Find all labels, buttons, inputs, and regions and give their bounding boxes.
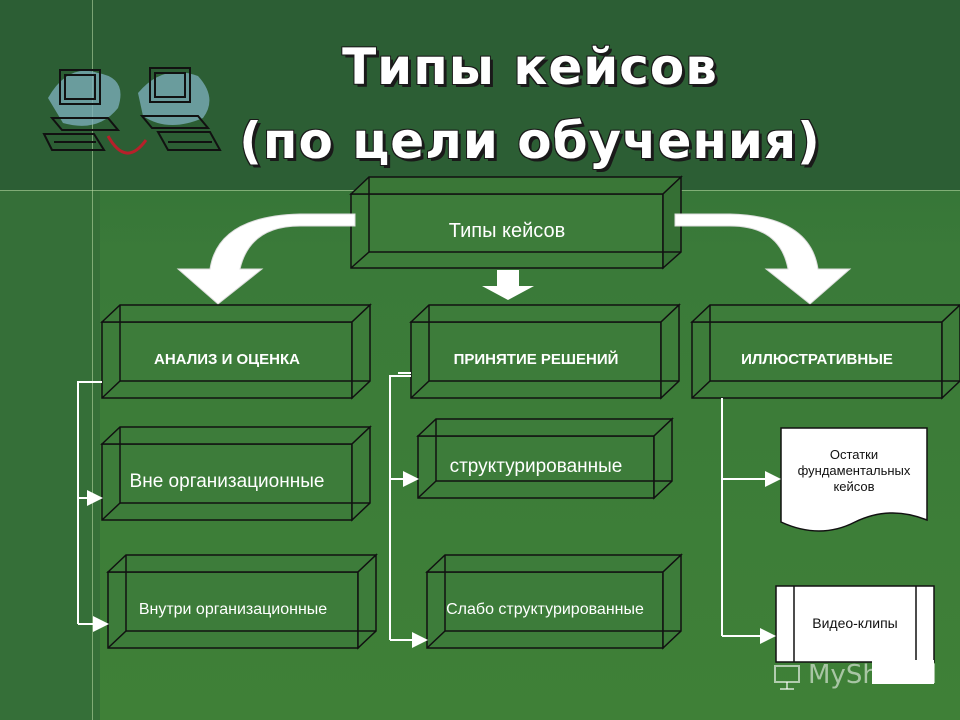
category-label-illustrative: ИЛЛЮСТРАТИВНЫЕ — [741, 350, 893, 368]
child-label-structured: структурированные — [449, 456, 623, 478]
category-box-decisions — [409, 303, 681, 400]
page-title-line2: (по цели обучения) — [239, 112, 821, 170]
child-label-external: Вне организационные — [129, 471, 325, 493]
connector-col2 — [389, 375, 411, 640]
child-box-structured — [416, 417, 674, 500]
child-box-internal — [106, 553, 378, 650]
arrow-right-curved — [674, 213, 852, 305]
presentation-board-icon — [774, 665, 800, 690]
child-label-weakly-structured: Слабо структурированные — [446, 601, 644, 618]
arrow-left-curved — [176, 213, 356, 305]
document-shape — [780, 427, 928, 532]
decor-vertical-line — [92, 0, 93, 720]
arrow-down-center — [482, 270, 534, 300]
computers-clipart-icon — [42, 67, 222, 155]
left-strip — [0, 190, 100, 720]
category-box-analysis — [100, 303, 372, 400]
process-shape — [775, 585, 935, 663]
child-label-video-clips: Видео-клипы — [812, 615, 898, 632]
root-label: Типы кейсов — [448, 219, 566, 242]
root-box — [349, 175, 683, 270]
category-label-decisions: ПРИНЯТИЕ РЕШЕНИЙ — [453, 350, 619, 368]
watermark-patch — [872, 660, 934, 684]
category-label-analysis: АНАЛИЗ И ОЦЕНКА — [154, 350, 300, 368]
child-box-external — [100, 425, 372, 522]
child-label-internal: Внутри организационные — [138, 601, 328, 618]
watermark-text: MyShared — [808, 660, 938, 690]
connector-col1 — [77, 381, 102, 624]
page-title-line1: Типы кейсов — [342, 38, 718, 96]
child-box-weakly-structured — [425, 553, 683, 650]
child-label-fundamental-remnants: Остатки фундаментальных кейсов — [797, 446, 911, 495]
category-box-illustrative — [690, 303, 960, 400]
